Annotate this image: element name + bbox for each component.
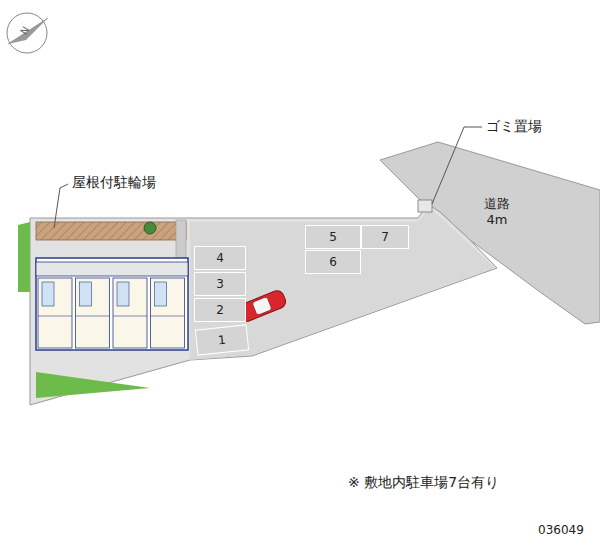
garbage-box xyxy=(418,200,432,212)
unit-room xyxy=(42,282,54,306)
note: ※ 敷地内駐車場7台有り xyxy=(348,474,499,492)
unit xyxy=(151,278,185,348)
bicycle-parking xyxy=(36,222,186,240)
parking-stall: 7 xyxy=(361,225,409,249)
compass xyxy=(7,13,48,53)
parking-area xyxy=(190,208,495,360)
stall-number: 4 xyxy=(216,251,224,265)
parking-stall: 1 xyxy=(195,324,249,355)
green-strip xyxy=(18,222,30,292)
unit-room xyxy=(117,282,129,306)
parking-stall: 6 xyxy=(305,250,361,274)
unit xyxy=(113,278,147,348)
parking-stall: 3 xyxy=(194,272,246,296)
unit-room xyxy=(155,282,167,306)
leader-line xyxy=(54,184,68,228)
stall-number: 1 xyxy=(217,333,226,348)
parking-stall: 4 xyxy=(194,246,246,270)
reference-code: 036049 xyxy=(538,523,584,537)
building xyxy=(36,258,188,350)
leader-line xyxy=(432,127,482,204)
fence xyxy=(176,220,186,260)
stall-number: 5 xyxy=(329,230,337,244)
unit-wall xyxy=(76,316,110,317)
tree xyxy=(144,222,156,234)
stall-number: 7 xyxy=(381,230,389,244)
green-strip xyxy=(36,372,150,398)
unit xyxy=(38,278,72,348)
stall-number: 6 xyxy=(329,255,337,269)
callout-label: ゴミ置場 xyxy=(486,118,542,136)
road-name: 道路 4m xyxy=(480,196,514,229)
unit-wall xyxy=(38,316,72,317)
unit xyxy=(76,278,110,348)
unit-wall xyxy=(113,316,147,317)
stall-number: 3 xyxy=(216,277,224,291)
road-label-area: 道路 4m xyxy=(468,192,526,232)
callout-label: 屋根付駐輪場 xyxy=(72,174,156,192)
unit-room xyxy=(80,282,92,306)
parking-stall: 5 xyxy=(305,225,361,249)
lot xyxy=(30,204,497,405)
stall-number: 2 xyxy=(216,303,224,317)
unit-wall xyxy=(151,316,185,317)
parking-stall: 2 xyxy=(194,298,246,322)
